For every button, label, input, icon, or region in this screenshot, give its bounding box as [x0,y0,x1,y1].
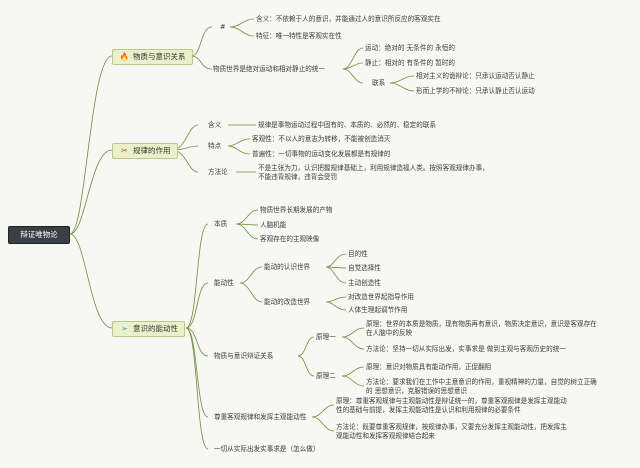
node-p1-principle-line1[interactable]: 原理：世界的本质是物质，现有物质再有意识，物质决定意识，意识是客观存在 [366,320,597,328]
node-seek-truth[interactable]: 一切从实际出发实事求是（怎么做） [214,445,320,453]
node-p1-method[interactable]: 方法论：坚持一切从实际出发，实事求是 做到主观与客观历史的统一 [366,345,566,353]
node-essence-item[interactable]: 人脑机能 [260,221,287,229]
node-law-method-line1[interactable]: 不是主张为力，认识把握规律基础上，利用规律造福人类。按照客观规律办事， [258,164,489,172]
node-matter-feature[interactable]: 特征：唯一特性是客观实在性 [256,32,342,40]
node-law-method-label[interactable]: 方法论 [208,168,228,176]
node-respect-law[interactable]: 尊重客观规律和发挥主观能动性 [214,413,307,421]
node-relativism[interactable]: 相对主义的诡辩论：只承认运动否认静止 [416,72,535,80]
node-principle-1[interactable]: 原理一 [316,333,336,341]
node-metaphysics[interactable]: 形而上学的不辩论：只承认静止否认运动 [416,87,535,95]
node-respect-method-line2[interactable]: 观能动性和发挥客观规律结合起来 [336,432,435,440]
topic-label: 规律的作用 [133,146,171,155]
node-matter-meaning[interactable]: 含义：不依赖于人的意识，并能通过人的意识所反应的客观实在 [256,15,441,23]
node-motion[interactable]: 运动：绝对的 无条件的 永恒的 [365,44,455,52]
topic-label: 物质与意识关系 [133,52,186,61]
node-law-feature-label[interactable]: 特点 [208,142,222,150]
node-law-meaning-text[interactable]: 规律是事物运动过程中固有的、本质的、必然的、稳定的联系 [258,121,437,129]
node-p2-method-line2[interactable]: 的 思想意识，克服错误的思想意识 [366,387,468,395]
node-p2-principle[interactable]: 原理：意识对物质具有能动作用，正促翻阻 [366,363,492,371]
node-essence-item[interactable]: 客观存在的主观映像 [260,235,320,243]
node-respect-principle-line2[interactable]: 性的基础与前提，发挥主观能动性是认识和利用规律的必要条件 [336,406,521,414]
node-dialectic-relation[interactable]: 物质与意识辩证关系 [214,352,274,360]
node-cog-item[interactable]: 主动创造性 [348,279,381,287]
node-essence-label[interactable]: 本质 [214,220,228,228]
node-link[interactable]: 联系 [372,79,386,87]
node-law-universality[interactable]: 普遍性：一切事物的运动变化发展都是有规律的 [252,150,391,158]
fire-icon: 🔥 [119,52,130,61]
topic-consciousness-agency[interactable]: ➢ 意识的能动性 [112,321,185,337]
connector-root-topic2 [69,149,113,235]
root-node[interactable]: 辩证唯物论 [8,226,70,244]
connector-root-topic1 [69,55,113,235]
node-agency-label[interactable]: 能动性 [214,279,234,287]
node-p1-principle-line2[interactable]: 在人脑中的反映 [366,329,413,337]
node-p2-method-line1[interactable]: 方法论：要求我们在工作中主意意识的作用，重视精神的力量，自觉的树立正确 [366,378,597,386]
node-hash[interactable]: # [220,23,226,31]
node-rest[interactable]: 静止：相对的 有条件的 暂时的 [365,59,455,67]
node-world-unity[interactable]: 物质世界是绝对运动和相对静止的统一 [213,65,326,73]
paper-plane-icon: ➢ [121,324,128,333]
topic-law-role[interactable]: ✂ 规律的作用 [112,143,178,159]
node-cog-item[interactable]: 自觉选择性 [348,264,381,272]
topic-label: 意识的能动性 [133,324,178,333]
connector-root-topic3 [69,233,113,329]
topic-matter-consciousness[interactable]: 🔥物质与意识关系 [112,49,193,65]
node-transform-world[interactable]: 能动的改造世界 [264,298,311,306]
node-trans-item[interactable]: 对改造世界起指导作用 [348,293,414,301]
node-cognize-world[interactable]: 能动的认识世界 [264,263,311,271]
node-trans-item[interactable]: 人体生理起调节作用 [348,306,408,314]
node-principle-2[interactable]: 原理二 [316,372,336,380]
tools-icon: ✂ [121,146,128,155]
node-essence-item[interactable]: 物质世界长期发展的产物 [260,206,333,214]
node-respect-principle-line1[interactable]: 原理：尊重客观规律与主观能动性是辩证统一的，尊重客观规律是发挥主观能动 [336,397,567,405]
node-law-meaning-label[interactable]: 含义 [208,121,222,129]
node-cog-item[interactable]: 目的性 [348,250,368,258]
node-law-objectivity[interactable]: 客观性：不以人的意志为转移，不能被创造消灭 [252,135,391,143]
node-law-method-line2[interactable]: 不能违背规律，违背会受罚 [258,173,338,181]
node-respect-method-line1[interactable]: 方法论：既要尊重客观规律，按规律办事，又要充分发挥主观能动性，把发挥主 [336,423,567,431]
